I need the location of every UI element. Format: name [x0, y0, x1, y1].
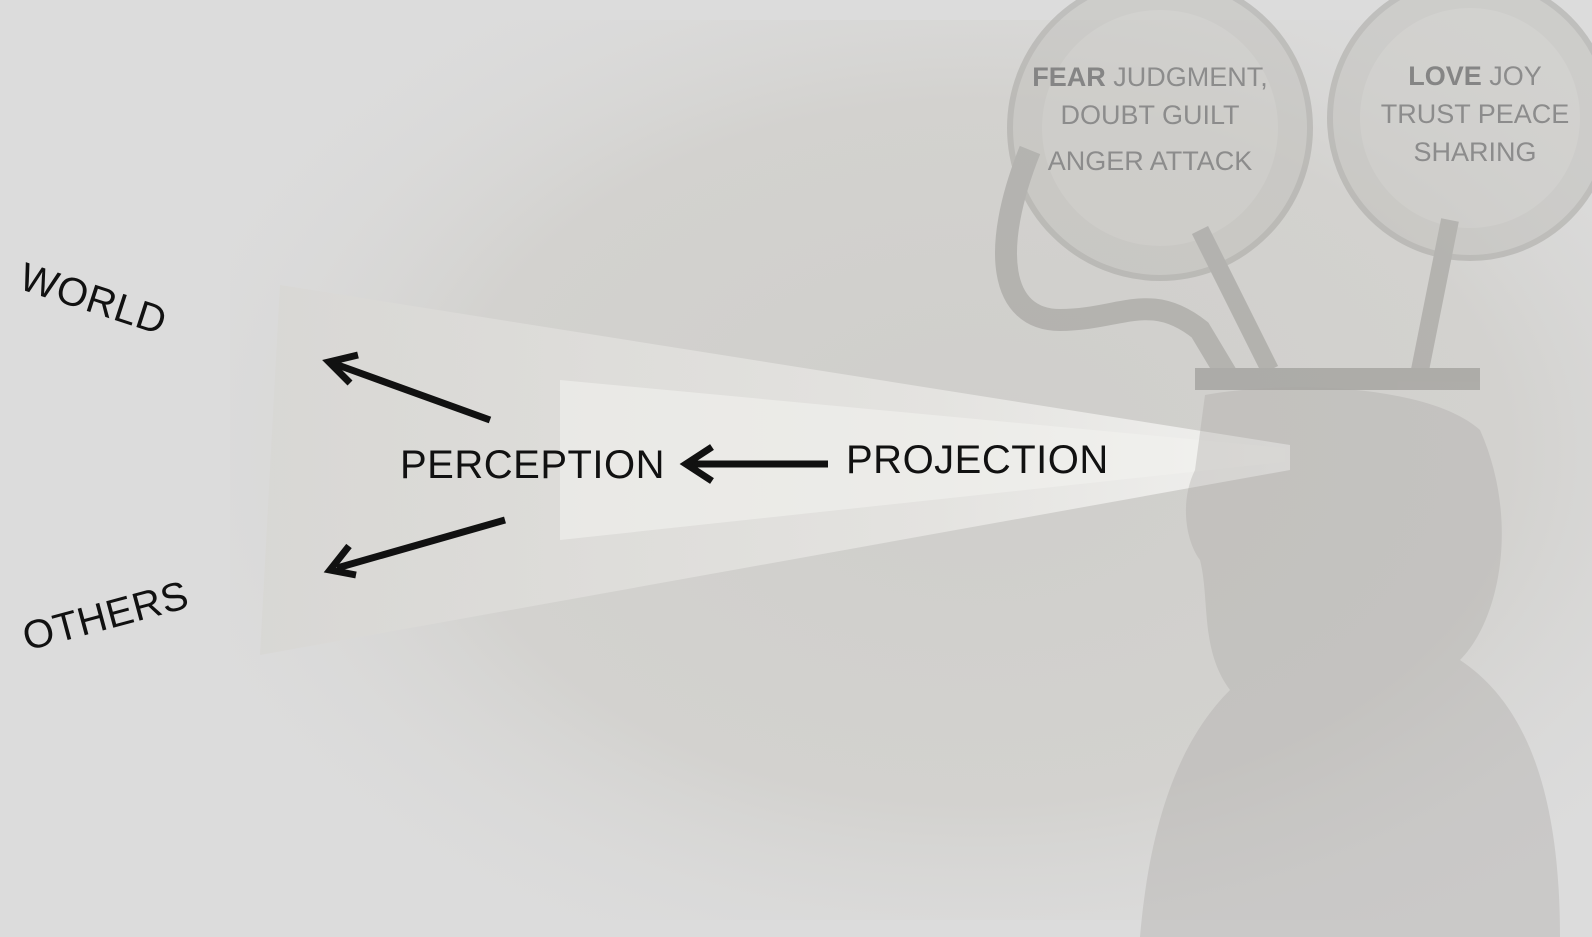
arrow-to-others [330, 520, 505, 575]
label-projection: PROJECTION [846, 438, 1109, 483]
arrow-to-perception [686, 447, 828, 481]
label-perception: PERCEPTION [400, 443, 665, 488]
arrow-to-world [329, 355, 490, 420]
